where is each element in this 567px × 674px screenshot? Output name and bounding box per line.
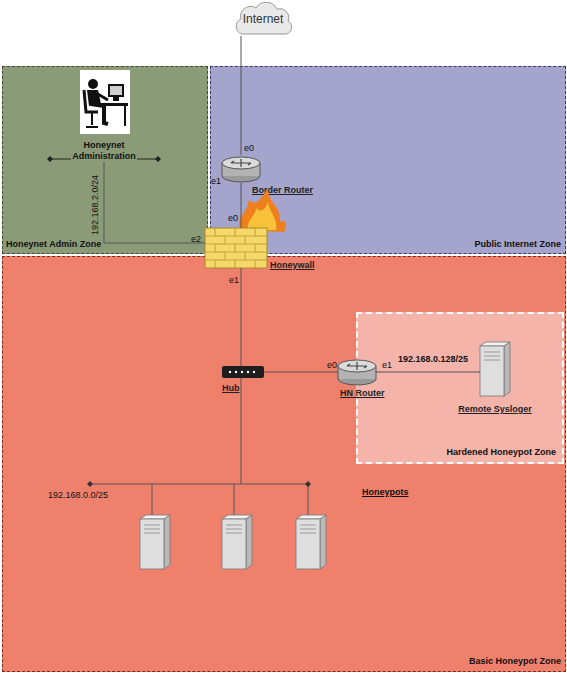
zone-area: Public Internet Zone Border Router [210,66,566,254]
node-title: Basic Honeypot Zone [469,656,561,667]
server-node: Remote Sysloger [480,342,510,398]
hub-node: Hub [222,366,264,378]
firewall-node: Honeywall [205,228,267,268]
node-title: Remote Sysloger [455,404,535,415]
admin-station: Honeynet Administration [46,68,162,162]
internet-cloud: Internet [232,2,294,36]
node-title: HN Router [340,388,385,399]
zone-area: Honeynet Admin Zone Honeynet Administrati… [2,66,208,254]
node-title: Internet [232,12,294,26]
node-title: Hardened Honeypot Zone [446,447,556,458]
node-title: Public Internet Zone [474,239,561,250]
node-title: Honeynet Administration [68,140,140,162]
zone-area: Basic Honeypot ZoneHubHardened Honeypot … [2,256,566,672]
node-title: Hub [222,383,240,394]
zone-area: Hardened Honeypot Zone Remote Sysloger [356,312,564,464]
router-node: Border Router [222,155,260,183]
node-title: Honeynet Admin Zone [6,239,101,250]
node-title: Honeywall [270,260,315,271]
node-title: Border Router [252,185,313,196]
router-node: HN Router [338,358,376,386]
